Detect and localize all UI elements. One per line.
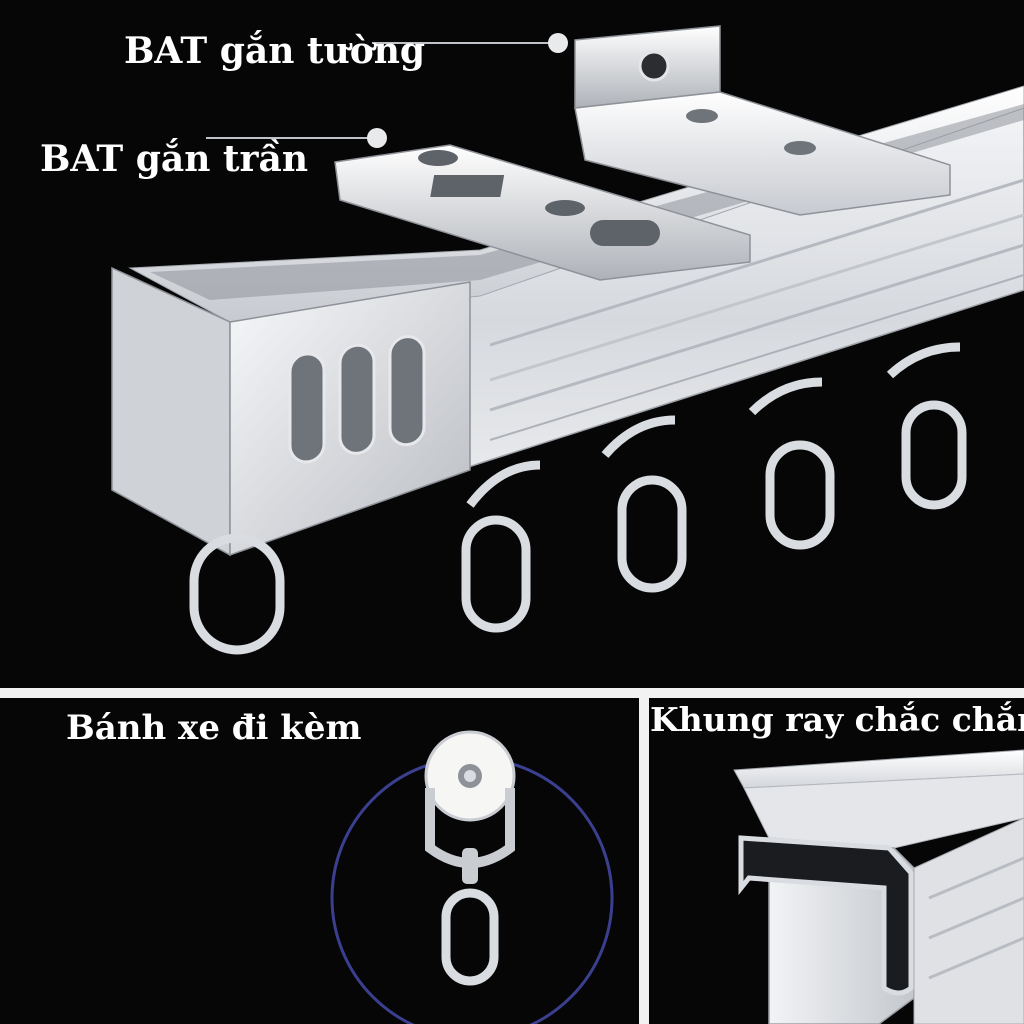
wall-bracket <box>574 25 951 216</box>
rail-profile-illustration <box>733 749 1024 1024</box>
horizontal-divider <box>0 688 1024 698</box>
ceiling-bracket <box>334 144 751 281</box>
included-wheel-label: Bánh xe đi kèm <box>66 708 362 748</box>
wall-bracket-label: BAT gắn tường <box>124 30 426 72</box>
frame-detail-panel: Khung ray chắc chắn <box>649 698 1024 1024</box>
ceiling-bracket-label: BAT gắn trần <box>40 138 309 180</box>
rail-end-cap <box>111 266 471 557</box>
wheel-detail-panel: Bánh xe đi kèm <box>0 698 639 1024</box>
wheel-roller-icon <box>424 730 516 986</box>
curtain-rail-illustration <box>111 25 1024 655</box>
wheel-roller-illustration <box>330 730 614 1024</box>
sturdy-frame-label: Khung ray chắc chắn <box>650 700 1024 739</box>
product-hero-panel: BAT gắn tường BAT gắn trần <box>40 25 1024 655</box>
label-leader-lines <box>206 33 568 148</box>
ring-hook-icon <box>189 342 967 655</box>
vertical-divider <box>639 698 649 1024</box>
